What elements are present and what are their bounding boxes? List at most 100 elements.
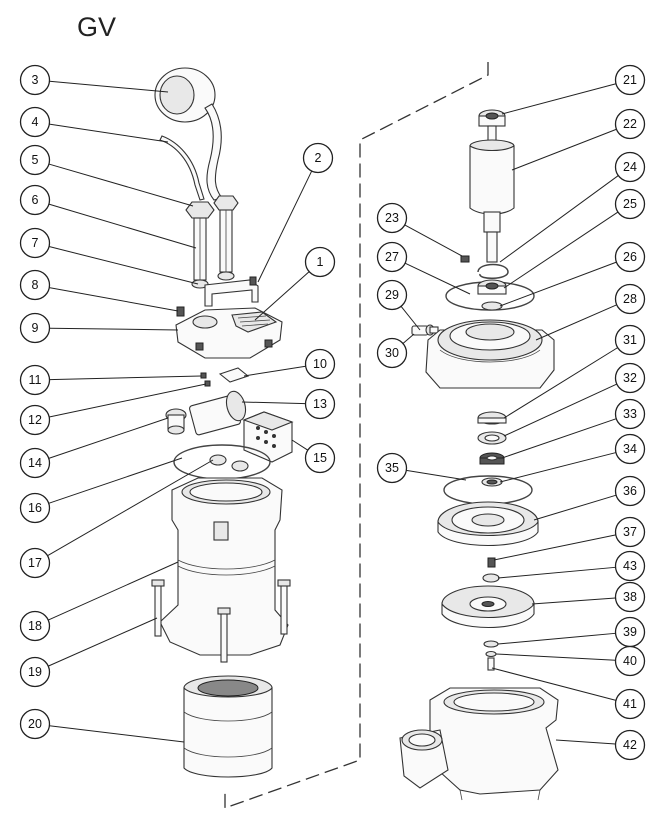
callout-12: 12	[19, 404, 51, 436]
leader-line-14	[48, 417, 169, 459]
callout-circle	[614, 64, 646, 96]
leader-line-38	[531, 597, 616, 605]
leader-line-17	[47, 459, 214, 557]
leader-line-41	[491, 667, 617, 701]
terminal-plate-part	[218, 367, 250, 383]
callout-number: 39	[623, 625, 637, 639]
callout-circle	[376, 337, 408, 369]
callout-1: 1	[304, 246, 336, 278]
screw-part	[176, 276, 257, 317]
callout-circle	[614, 550, 646, 582]
leader-line-1	[254, 271, 310, 321]
spring-washer-part	[481, 301, 503, 311]
callout-circle	[376, 241, 408, 273]
leader-line-37	[493, 534, 616, 561]
leader-line-39	[497, 632, 616, 645]
callout-circle	[304, 246, 336, 278]
callout-circle	[19, 184, 51, 216]
stator-part	[183, 675, 273, 778]
callout-number: 17	[28, 556, 42, 570]
impeller-washer-part	[482, 573, 500, 583]
callout-36: 36	[614, 475, 646, 507]
callout-circle	[19, 364, 51, 396]
leader-line-18	[48, 561, 179, 621]
leader-line-16	[48, 457, 183, 504]
leader-line-24	[499, 175, 619, 263]
callout-20: 20	[19, 708, 51, 740]
callout-7: 7	[19, 227, 51, 259]
leader-line-28	[535, 304, 617, 341]
leader-line-20	[49, 725, 185, 743]
callout-38: 38	[614, 581, 646, 613]
callout-circle	[614, 188, 646, 220]
callout-circle	[19, 610, 51, 642]
callout-circle	[304, 442, 336, 474]
callout-circle	[614, 729, 646, 761]
callout-number: 9	[32, 321, 39, 335]
washer-part	[191, 271, 235, 289]
leader-line-22	[511, 128, 617, 171]
callout-circle	[614, 475, 646, 507]
callout-4: 4	[19, 106, 51, 138]
callout-circle	[614, 108, 646, 140]
leader-line-19	[48, 617, 158, 667]
callout-circle	[19, 227, 51, 259]
cable-part	[159, 135, 205, 201]
callout-15: 15	[304, 442, 336, 474]
callout-number: 42	[623, 738, 637, 752]
callout-19: 19	[19, 656, 51, 688]
callout-18: 18	[19, 610, 51, 642]
callout-number: 43	[623, 559, 637, 573]
callout-33: 33	[614, 398, 646, 430]
callout-14: 14	[19, 447, 51, 479]
callout-23: 23	[376, 202, 408, 234]
callout-circle	[614, 516, 646, 548]
callout-number: 33	[623, 407, 637, 421]
housing-bolt-part	[151, 579, 291, 663]
leader-line-33	[501, 418, 617, 459]
impeller-screw-part	[487, 557, 496, 568]
callout-27: 27	[376, 241, 408, 273]
pump-volute-part	[399, 687, 559, 801]
leader-line-9	[49, 327, 179, 331]
callout-10: 10	[304, 348, 336, 380]
callout-31: 31	[614, 324, 646, 356]
callout-circle	[304, 348, 336, 380]
callout-21: 21	[614, 64, 646, 96]
callout-circle	[19, 708, 51, 740]
callout-number: 18	[28, 619, 42, 633]
callout-29: 29	[376, 279, 408, 311]
circlip-part	[477, 263, 509, 279]
callout-6: 6	[19, 184, 51, 216]
callout-number: 14	[28, 456, 42, 470]
callout-circle	[614, 362, 646, 394]
callout-37: 37	[614, 516, 646, 548]
callout-35: 35	[376, 452, 408, 484]
leader-line-42	[555, 739, 616, 745]
callout-circle	[19, 404, 51, 436]
callout-circle	[19, 312, 51, 344]
callout-number: 19	[28, 665, 42, 679]
callout-circle	[614, 241, 646, 273]
cable-gland-14-part	[165, 408, 187, 435]
callout-circle	[19, 447, 51, 479]
callout-26: 26	[614, 241, 646, 273]
callout-number: 1	[317, 255, 324, 269]
callout-32: 32	[614, 362, 646, 394]
callout-number: 11	[29, 373, 42, 387]
callout-16: 16	[19, 492, 51, 524]
callout-number: 21	[623, 73, 637, 87]
leader-line-26	[499, 261, 617, 307]
callout-28: 28	[614, 283, 646, 315]
callout-number: 28	[623, 292, 637, 306]
callout-number: 2	[315, 151, 322, 165]
callout-13: 13	[304, 388, 336, 420]
mechanical-seal-part	[479, 452, 505, 465]
callout-number: 10	[313, 357, 327, 371]
callout-40: 40	[614, 645, 646, 677]
leader-line-30	[402, 333, 415, 344]
leader-line-7	[48, 246, 199, 285]
plug-part	[209, 454, 249, 472]
leader-line-12	[49, 383, 207, 418]
